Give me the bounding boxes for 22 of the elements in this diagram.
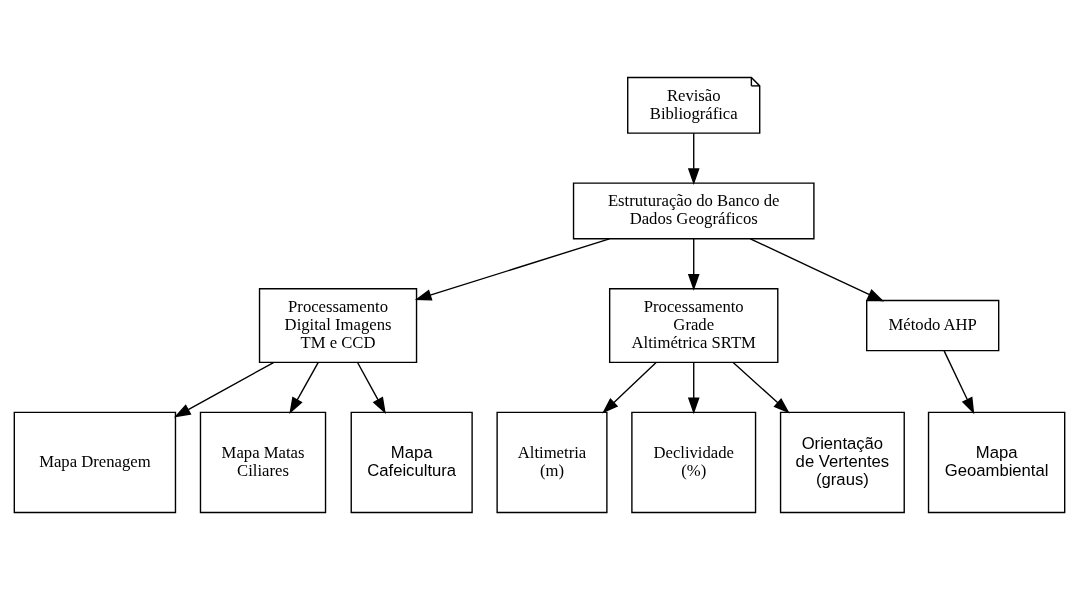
arrow — [602, 361, 657, 414]
node-box: Orientação de Vertentes (graus) — [779, 411, 905, 514]
node-box: Mapa Geoambiental — [927, 411, 1066, 514]
arrow — [732, 361, 790, 414]
node-box: Método AHP — [866, 299, 1000, 352]
node-box: Altimetria (m) — [496, 411, 608, 514]
arrow — [687, 238, 700, 291]
node-box: Processamento Grade Altimétrica SRTM — [608, 288, 779, 364]
node-box: Declividade (%) — [631, 411, 757, 514]
node-box: Processamento Digital Imagens TM e CCD — [258, 288, 418, 364]
arrow — [289, 361, 319, 414]
node-box: Mapa Drenagem — [13, 411, 177, 514]
arrow — [943, 350, 975, 415]
node-box: Estruturação do Banco de Dados Geográficos — [572, 182, 815, 240]
arrow — [749, 238, 885, 302]
arrow — [687, 132, 700, 185]
arrow — [687, 361, 700, 415]
node-box: Mapa Matas Ciliares — [199, 411, 327, 514]
arrow — [174, 361, 275, 418]
node-box: Mapa Cafeicultura — [350, 411, 473, 514]
arrow — [414, 238, 611, 301]
arrow — [356, 361, 386, 414]
